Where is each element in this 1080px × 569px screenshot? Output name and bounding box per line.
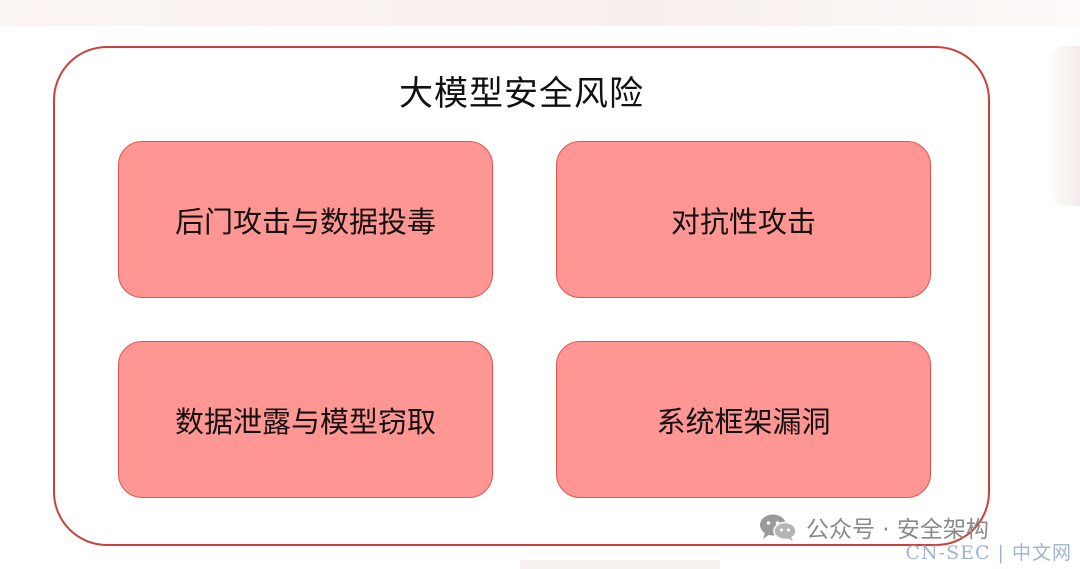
right-edge-decoration: [1046, 46, 1080, 206]
diagram-title: 大模型安全风险: [399, 74, 644, 114]
bottom-edge-decoration: [520, 560, 720, 569]
risk-box-label: 数据泄露与模型窃取: [174, 404, 436, 439]
risk-box-adversarial-attack: 对抗性攻击: [556, 141, 931, 298]
top-background-band: [0, 0, 1080, 26]
risk-box-label: 后门攻击与数据投毒: [174, 204, 436, 239]
watermark-text: 公众号 · 安全架构: [806, 517, 989, 543]
risk-box-label: 系统框架漏洞: [656, 404, 831, 439]
site-watermark: CN-SEC | 中文网: [905, 542, 1072, 564]
risk-box-label: 对抗性攻击: [670, 204, 816, 239]
risk-box-backdoor-poisoning: 后门攻击与数据投毒: [118, 141, 493, 298]
risk-box-system-framework-vuln: 系统框架漏洞: [556, 341, 931, 498]
wechat-watermark: 公众号 · 安全架构: [758, 510, 989, 544]
risk-box-data-leak-model-theft: 数据泄露与模型窃取: [118, 341, 493, 498]
wechat-icon: [760, 514, 797, 541]
